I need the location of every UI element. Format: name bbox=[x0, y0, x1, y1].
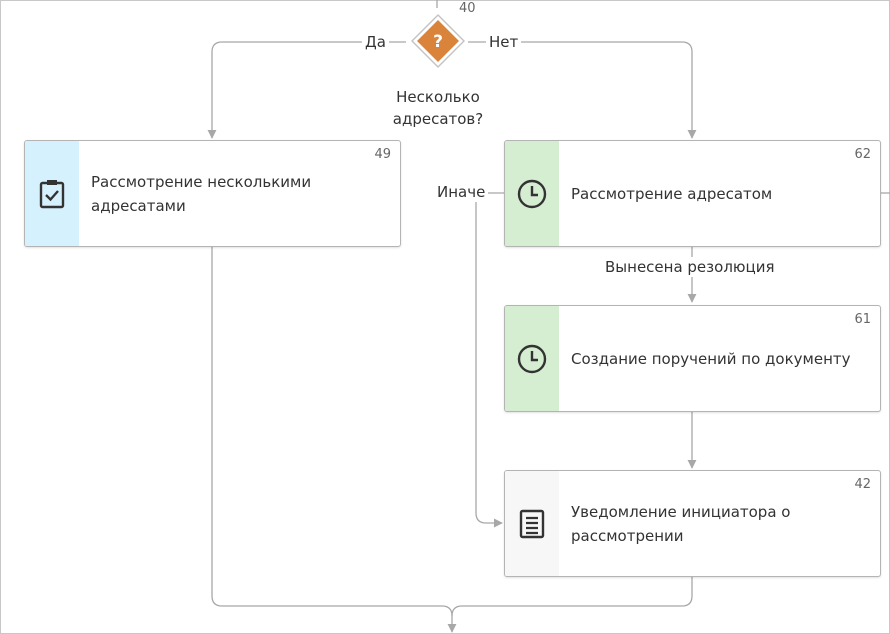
task-title: Рассмотрение несколькими адресатами bbox=[91, 172, 312, 215]
document-icon bbox=[519, 509, 545, 538]
edge-49-merge bbox=[211, 247, 457, 633]
task-strip bbox=[25, 141, 79, 246]
edge-42-merge bbox=[451, 577, 693, 617]
task-node-42[interactable]: Уведомление инициатора о рассмотрении 42 bbox=[504, 470, 881, 577]
task-node-61[interactable]: Создание поручений по документу 61 bbox=[504, 305, 881, 412]
edge-resolution-label: Вынесена резолюция bbox=[602, 257, 778, 277]
task-strip bbox=[505, 471, 559, 576]
task-node-49[interactable]: Рассмотрение несколькими адресатами 49 bbox=[24, 140, 401, 247]
task-check-icon bbox=[39, 179, 65, 208]
task-title: Рассмотрение адресатом bbox=[571, 184, 773, 203]
edge-yes-label: Да bbox=[362, 32, 389, 52]
gateway-diamond bbox=[417, 20, 459, 62]
edge-otherwise-label: Иначе bbox=[434, 182, 489, 202]
task-number: 61 bbox=[854, 312, 871, 327]
decision-gateway[interactable]: ? bbox=[411, 14, 465, 68]
task-node-62[interactable]: Рассмотрение адресатом 62 bbox=[504, 140, 881, 247]
clock-icon bbox=[517, 344, 547, 373]
gateway-number: 40 bbox=[459, 1, 476, 16]
edge-otherwise bbox=[475, 192, 504, 528]
task-strip bbox=[505, 141, 559, 246]
edge-no-label: Нет bbox=[486, 32, 522, 52]
task-number: 42 bbox=[854, 477, 871, 492]
task-number: 62 bbox=[854, 147, 871, 162]
clock-icon bbox=[517, 179, 547, 208]
edge-yes bbox=[207, 41, 406, 139]
edge-no bbox=[468, 41, 697, 139]
task-title: Уведомление инициатора о рассмотрении bbox=[571, 502, 791, 545]
task-number: 49 bbox=[374, 147, 391, 162]
question-icon: ? bbox=[433, 32, 443, 52]
gateway-question: Несколько адресатов? bbox=[392, 88, 484, 128]
task-title: Создание поручений по документу bbox=[571, 349, 851, 368]
task-strip bbox=[505, 306, 559, 411]
